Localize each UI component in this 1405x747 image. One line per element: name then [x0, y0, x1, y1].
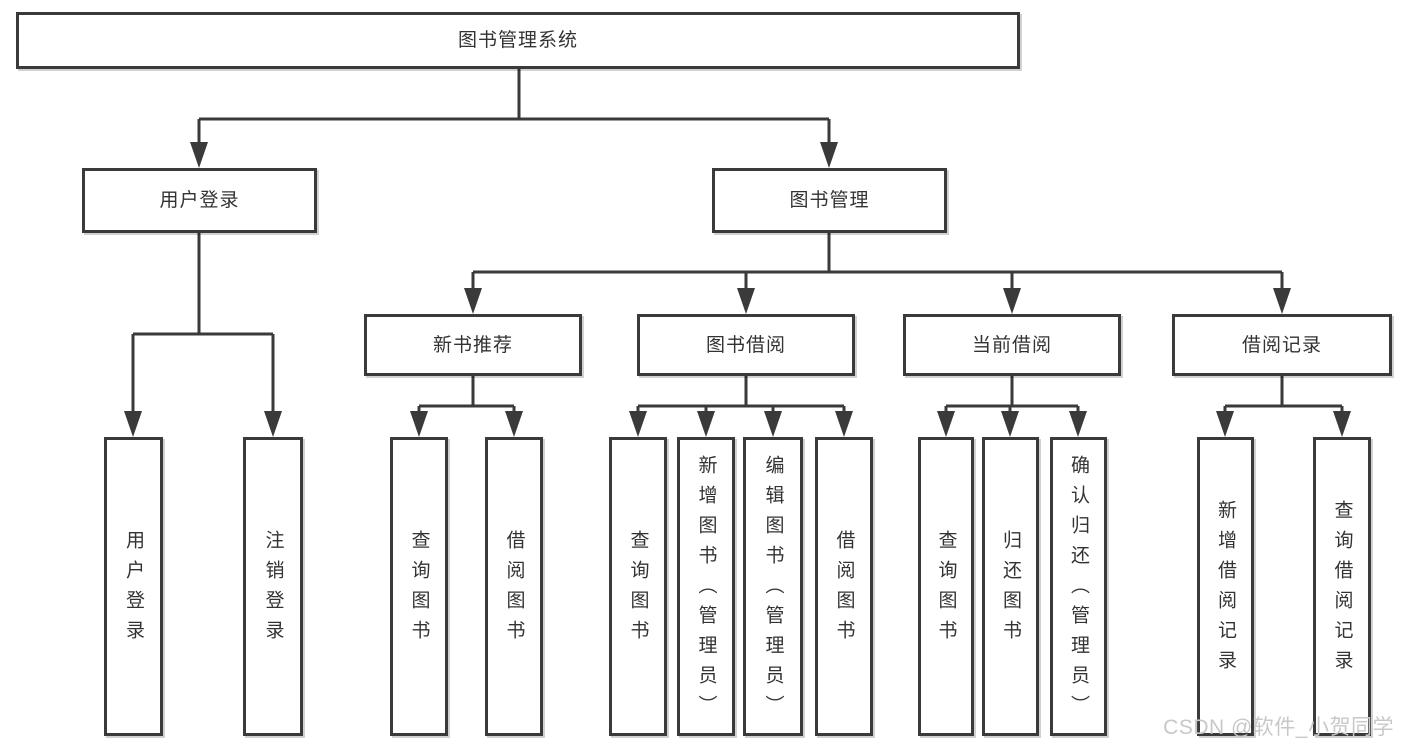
leaf-query-book-current: 查询图书 — [918, 437, 974, 736]
leaf-add-borrow-record: 新增借阅记录 — [1197, 437, 1254, 736]
leaf-borrow-book-borrowing: 借阅图书 — [815, 437, 873, 736]
leaf-edit-book-admin: 编辑图书（管理员） — [743, 437, 803, 736]
leaf-query-book-borrowing: 查询图书 — [609, 437, 667, 736]
connector-book-borrow-to-leaves — [629, 376, 853, 437]
leaf-confirm-return-admin: 确认归还（管理员） — [1050, 437, 1107, 736]
leaf-add-book-admin: 新增图书（管理员） — [677, 437, 735, 736]
csdn-watermark: CSDN @软件_小贺同学 — [1163, 716, 1394, 739]
leaf-logout-login: 注销登录 — [243, 437, 303, 736]
leaf-borrow-book-recommend: 借阅图书 — [485, 437, 543, 736]
leaf-query-borrow-record: 查询借阅记录 — [1313, 437, 1371, 736]
node-current-borrowing: 当前借阅 — [903, 314, 1121, 376]
connector-new-book-rec-to-leaves — [410, 376, 523, 437]
connector-current-borrow-to-leaves — [937, 376, 1087, 437]
node-new-book-recommend: 新书推荐 — [364, 314, 582, 376]
leaf-user-login: 用户登录 — [104, 437, 163, 736]
node-book-borrowing: 图书借阅 — [637, 314, 855, 376]
connector-root-to-level2 — [190, 69, 838, 168]
leaf-query-book-recommend: 查询图书 — [390, 437, 448, 736]
connector-book-mgmt-to-level3 — [464, 233, 1291, 314]
leaf-return-book: 归还图书 — [982, 437, 1039, 736]
node-root-library-system: 图书管理系统 — [16, 12, 1020, 69]
node-borrowing-records: 借阅记录 — [1172, 314, 1392, 376]
node-user-login-branch: 用户登录 — [82, 168, 317, 233]
node-book-management-branch: 图书管理 — [712, 168, 947, 233]
connector-borrow-record-to-leaves — [1216, 376, 1351, 437]
connector-user-login-to-leaves — [124, 233, 282, 437]
